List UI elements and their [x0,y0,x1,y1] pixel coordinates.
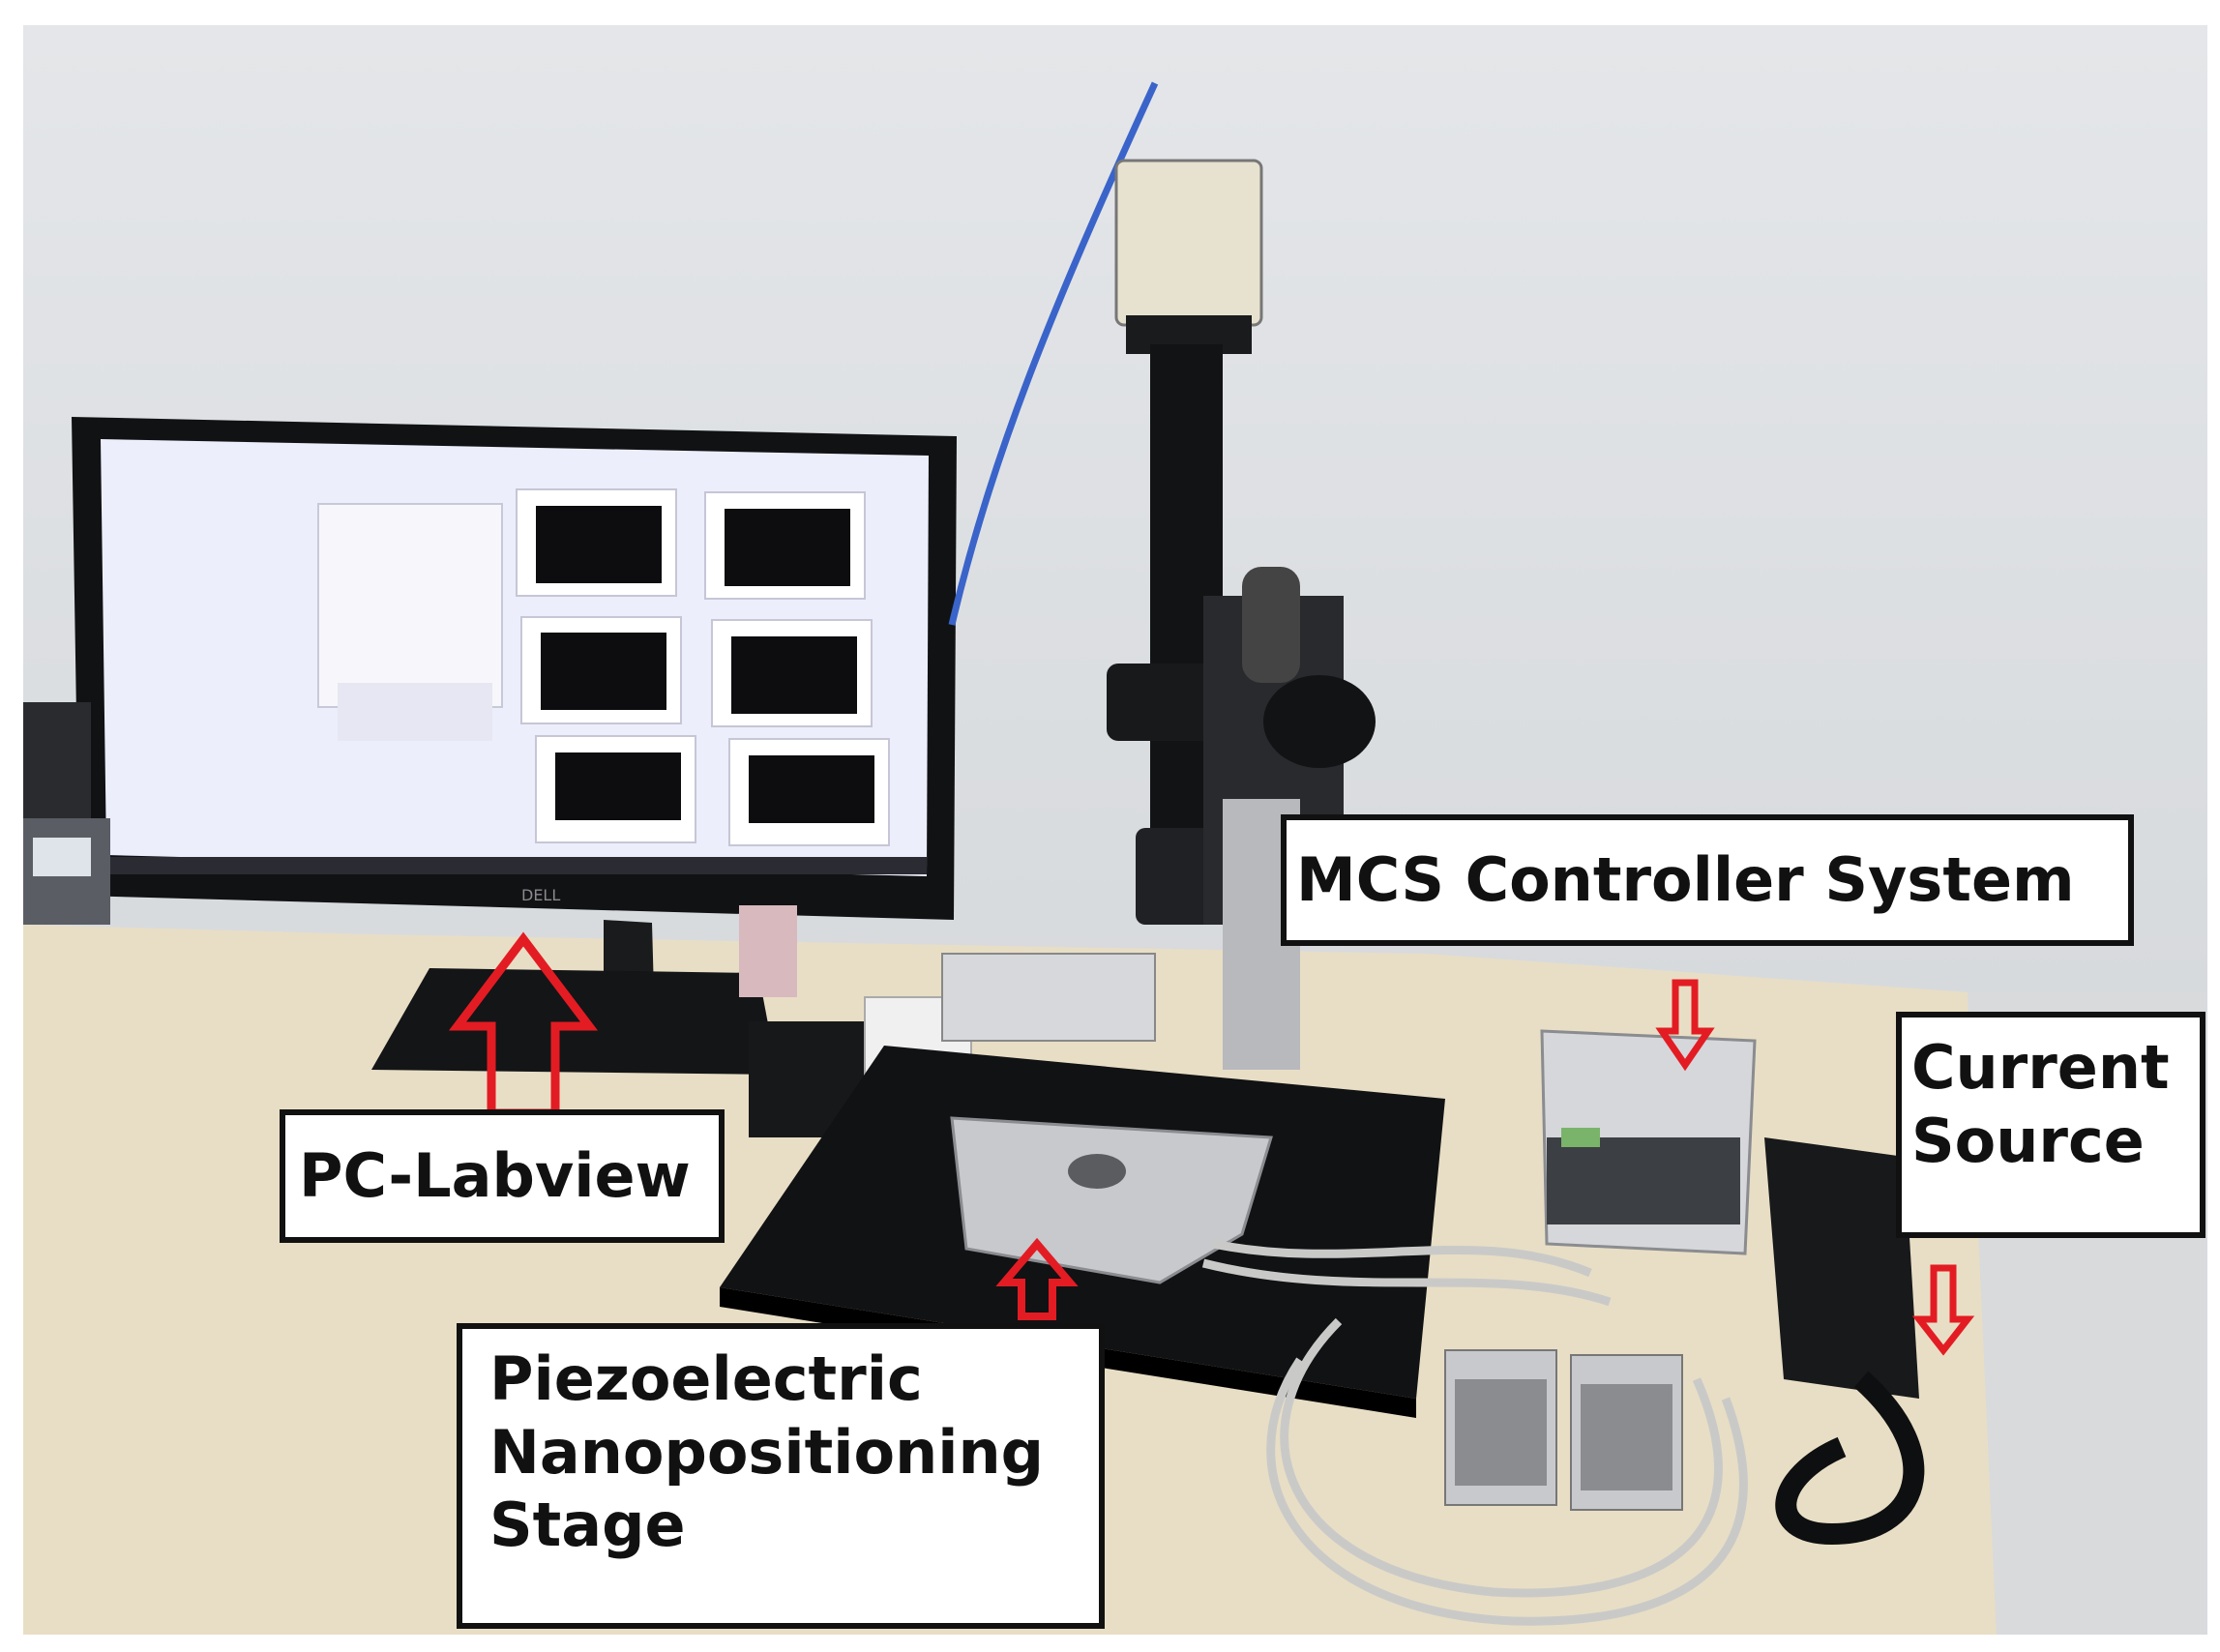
down-arrow-icon [1911,1264,1975,1356]
label-mcs-controller-system: MCS Controller System [1281,814,2134,946]
label-current-source: Current Source [1896,1012,2205,1238]
current-source-brick [1764,1137,1925,1546]
connector-boxes [1444,1349,1683,1511]
arrow-current-source [1911,1264,1975,1356]
up-arrow-icon [995,1237,1079,1320]
monitor-brand: DELL [521,886,560,904]
cables [1201,1239,1748,1626]
left-peripherals [23,702,110,925]
mcs-controller-box [1540,1029,1757,1255]
down-arrow-icon [1655,979,1715,1072]
label-pc-labview: PC-Labview [280,1109,725,1243]
monitor: DELL [72,417,957,1075]
photo-frame: DELL [23,25,2207,1635]
arrow-piezo-stage [995,1237,1079,1320]
arrow-mcs-controller [1655,979,1715,1072]
monitor-screen-content [106,488,927,874]
label-piezoelectric-nanopositioning-stage: Piezoelectric Nanopositioning Stage [457,1323,1105,1629]
